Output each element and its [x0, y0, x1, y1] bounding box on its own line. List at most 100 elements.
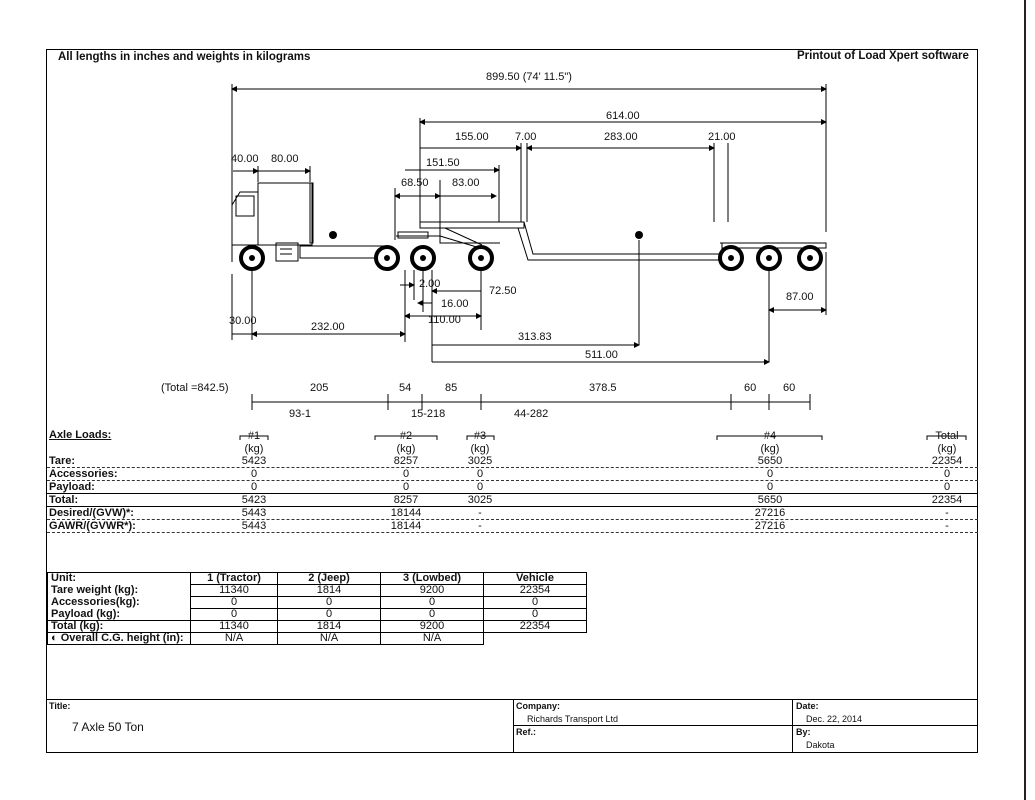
tractor-hood [231, 191, 258, 246]
dim-110: 110.00 [428, 314, 461, 326]
page-edge-line [1024, 0, 1026, 800]
company-cell [513, 699, 793, 753]
axle-3-tare: 3025 [467, 455, 493, 467]
units-cell: 0 [190, 596, 278, 609]
dim-511: 511.00 [585, 349, 618, 361]
group-44-282: 44-282 [514, 408, 549, 420]
row-label-accessories: Accessories: [49, 468, 118, 480]
axle-1-header: #1 [247, 430, 261, 442]
units-cell [484, 633, 587, 645]
by-value: Dakota [806, 740, 835, 750]
title-block [46, 699, 978, 753]
overall-length-label: 899.50 (74' 11.5") [486, 71, 572, 83]
unit-label: (kg) [760, 443, 780, 455]
axle-1-gawr: 5443 [241, 520, 267, 532]
dim-16: 16.00 [441, 298, 469, 310]
row-label-total: Total: [49, 494, 79, 506]
total-payload: 0 [943, 481, 951, 493]
gooseneck-deck [419, 221, 525, 229]
units-cell: 0 [277, 608, 381, 621]
row-label-gawr: GAWR/(GVWR*): [49, 520, 136, 532]
axle-4-accessories: 0 [766, 468, 774, 480]
units-cell: 11340 [190, 620, 278, 633]
tractor-cab [257, 182, 313, 246]
total-total: 22354 [931, 494, 963, 506]
title-divider [513, 725, 978, 726]
units-cell: 22354 [483, 584, 587, 597]
software-note: Printout of Load Xpert software [797, 50, 969, 62]
dim-283: 283.00 [604, 131, 638, 143]
units-row-label: Accessories(kg): [47, 596, 191, 609]
units-cell: N/A [190, 632, 278, 645]
dim-87: 87.00 [786, 291, 814, 303]
unit-label: (kg) [396, 443, 416, 455]
units-row-label: Payload (kg): [47, 608, 191, 621]
units-row-label: Total (kg): [47, 620, 191, 633]
dim-83: 83.00 [452, 177, 480, 189]
unit-label: (kg) [470, 443, 490, 455]
wheels [239, 245, 823, 271]
axle-4-header: #4 [763, 430, 777, 442]
units-row-cg: ◐ Overall C.G. height (in): N/A N/A N/A [47, 632, 587, 645]
dim-151-5: 151.50 [426, 157, 460, 169]
dim-2: 2.00 [419, 278, 441, 290]
axle-4-total: 5650 [757, 494, 783, 506]
units-cell: 11340 [190, 584, 278, 597]
axle-3-payload: 0 [476, 481, 484, 493]
axle-2-payload: 0 [402, 481, 410, 493]
unit-label: (kg) [937, 443, 957, 455]
axle-3-desired: - [478, 507, 482, 519]
spacing-85: 85 [445, 382, 458, 394]
axle-1-accessories: 0 [250, 468, 258, 480]
row-divider [47, 532, 978, 533]
vehicle-diagram [231, 84, 827, 410]
axle-4-payload: 0 [766, 481, 774, 493]
units-row-payload: Payload (kg): 0 0 0 0 [47, 608, 587, 621]
dim-21: 21.00 [708, 131, 736, 143]
units-cell: 1814 [277, 620, 381, 633]
axle-total-header: Total [935, 430, 959, 442]
spacing-378-5: 378.5 [589, 382, 617, 394]
row-divider [47, 480, 978, 481]
dim-40: 40.00 [231, 153, 259, 165]
axle-4-gawr: 27216 [754, 520, 786, 532]
axle-2-total: 8257 [393, 494, 419, 506]
units-cell: 1814 [277, 584, 381, 597]
company-value: Richards Transport Ltd [527, 714, 619, 724]
units-row-accessories: Accessories(kg): 0 0 0 0 [47, 596, 587, 609]
row-divider [47, 493, 978, 494]
units-header-jeep: 2 (Jeep) [277, 572, 381, 585]
units-row-label-cg: ◐ Overall C.G. height (in): [47, 632, 191, 645]
units-header-vehicle: Vehicle [483, 572, 587, 585]
axle-2-header: #2 [399, 430, 413, 442]
units-row-total: Total (kg): 11340 1814 9200 22354 [47, 620, 587, 633]
axle-2-desired: 18144 [390, 507, 422, 519]
units-cell: 0 [483, 596, 587, 609]
units-row-label: Overall C.G. height (in): [60, 632, 184, 644]
units-cell: N/A [380, 632, 484, 645]
axle-1-desired: 5443 [241, 507, 267, 519]
axle-4-desired: 27216 [754, 507, 786, 519]
units-cell: 0 [380, 596, 484, 609]
axle-3-gawr: - [478, 520, 482, 532]
axle-loads-title: Axle Loads: [49, 429, 112, 441]
axle-2-accessories: 0 [402, 468, 410, 480]
date-value: Dec. 22, 2014 [806, 714, 863, 724]
spacing-205: 205 [310, 382, 329, 394]
cg-icon: ◐ [51, 632, 58, 644]
dim-614: 614.00 [606, 110, 640, 122]
units-header-label: Unit: [47, 572, 191, 585]
axle-1-payload: 0 [250, 481, 258, 493]
date-label: Date: [796, 701, 819, 711]
dim-232: 232.00 [311, 321, 345, 333]
row-label-tare: Tare: [49, 455, 76, 467]
dim-30: 30.00 [229, 315, 257, 327]
row-label-desired: Desired/(GVW)*: [49, 507, 134, 519]
row-divider [47, 467, 978, 468]
unit-label: (kg) [244, 443, 264, 455]
units-row-tare: Tare weight (kg): 11340 1814 9200 22354 [47, 584, 587, 597]
axle-4-tare: 5650 [757, 455, 783, 467]
dim-313-83: 313.83 [518, 331, 552, 343]
units-row-label: Tare weight (kg): [47, 584, 191, 597]
title-label: Title: [49, 701, 71, 711]
